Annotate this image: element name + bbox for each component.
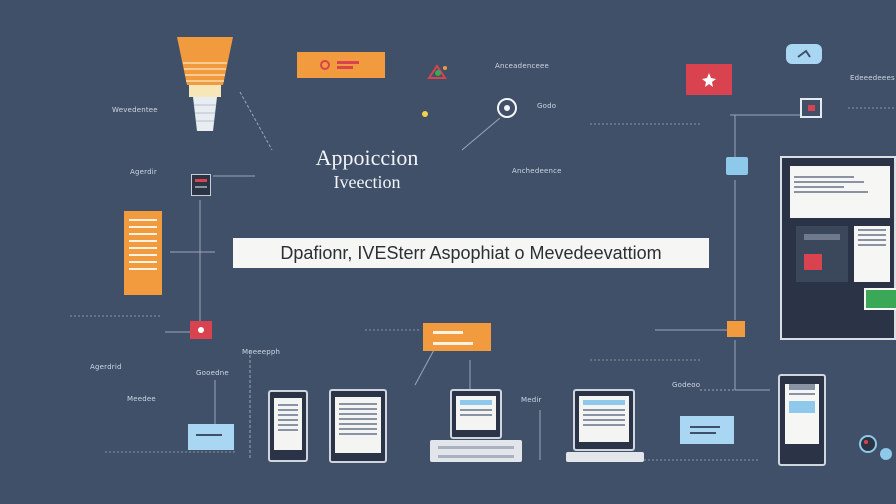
label-bottom-mid-1: Gooedne	[196, 369, 229, 377]
title-line-2: Iveection	[333, 172, 401, 192]
monitor-icon	[800, 98, 822, 118]
alert-icon	[190, 321, 212, 339]
blue-card	[188, 424, 234, 450]
laptop-device-2	[573, 389, 635, 451]
orange-tag-icon	[297, 52, 385, 78]
label-bottom-right: Godeoo	[672, 381, 701, 389]
sparkle-icon	[425, 62, 451, 89]
cyan-card	[680, 416, 734, 444]
large-monitor	[780, 156, 896, 340]
device-icon	[191, 174, 211, 196]
robot-icon	[850, 430, 896, 471]
lightbulb-icon	[175, 37, 235, 138]
label-bottom-left-2: Meedee	[127, 395, 156, 403]
title-line-1: Appoiccion	[315, 145, 419, 170]
dot-icon	[422, 111, 428, 117]
chat-icon	[726, 157, 748, 175]
label-top-small: Godo	[537, 102, 557, 110]
star-icon	[686, 64, 732, 95]
main-banner: Dpafionr, IVESterr Aspophiat o Mevedeeva…	[233, 238, 709, 268]
laptop-keyboard-1	[430, 440, 522, 462]
label-bottom-mid-2: Moeeepph	[242, 348, 281, 356]
cloud-icon	[786, 44, 822, 64]
small-orange-icon	[727, 321, 745, 337]
phone-device	[778, 374, 826, 466]
tablet-device-2	[329, 389, 387, 463]
label-top-left: Wevedentee	[112, 106, 158, 114]
label-bottom-left-1: Agerdrid	[90, 363, 122, 371]
label-top-mid-right: Anceadenceee	[495, 62, 550, 70]
label-bottom-center: Medir	[521, 396, 542, 404]
orange-document	[124, 211, 162, 295]
orange-card	[423, 323, 491, 351]
laptop-keyboard-2	[566, 452, 644, 462]
target-icon	[496, 97, 518, 124]
label-mid-center-right: Anchedeence	[512, 167, 562, 175]
diagram-title: Appoiccion Iveection	[300, 146, 434, 194]
laptop-device-1	[450, 389, 502, 439]
label-mid-left: Agerdir	[130, 168, 157, 176]
label-top-far-right: Edeeedeees	[850, 74, 895, 82]
tablet-device-1	[268, 390, 308, 462]
